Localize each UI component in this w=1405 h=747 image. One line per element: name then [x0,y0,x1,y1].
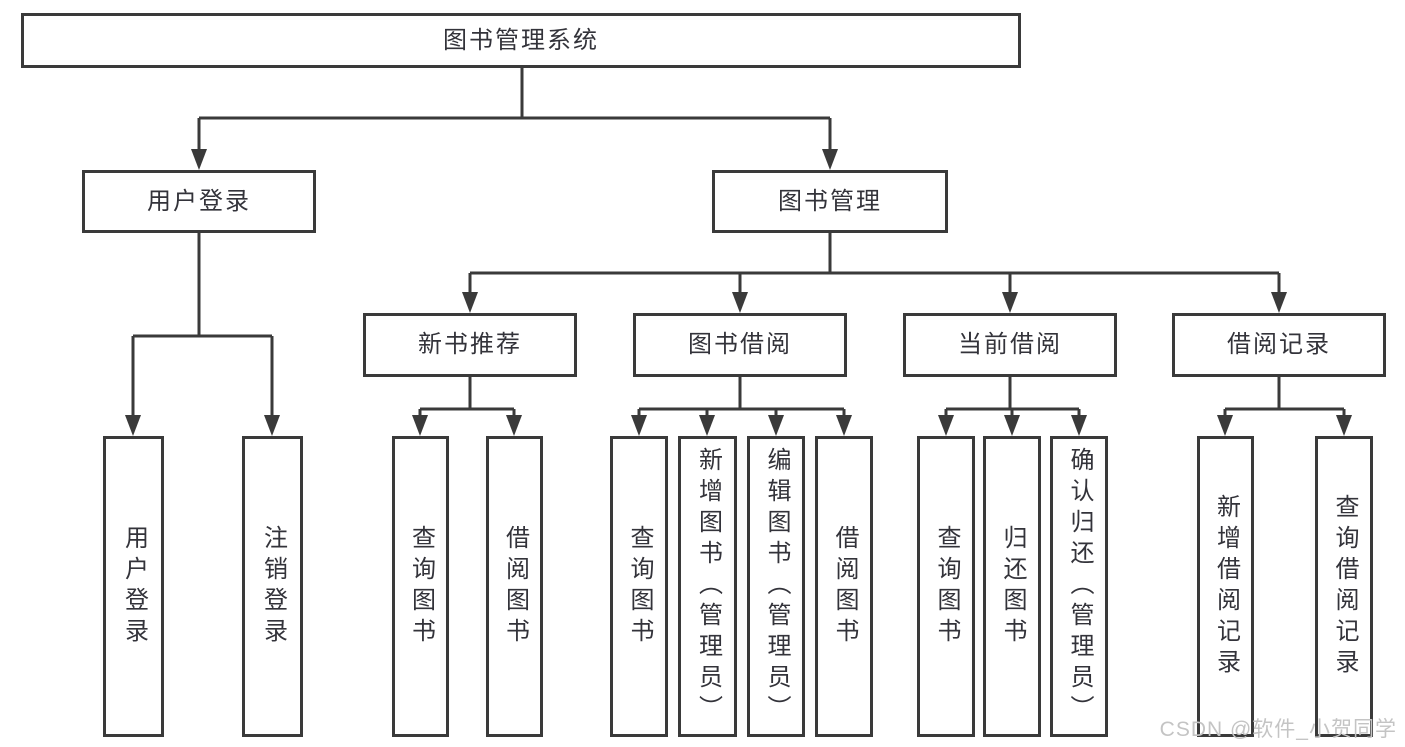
arrow-icon [191,149,207,170]
arrow-icon [1336,415,1352,436]
leaf-newrec-query-books: 查询图书 [392,436,449,737]
connector-currentborrow-to-leaves [944,377,1081,416]
arrow-icon [1004,415,1020,436]
node-new-book-recommendation: 新书推荐 [363,313,577,377]
node-borrowing-records: 借阅记录 [1172,313,1386,377]
leaf-borrowing-edit-books-admin: 编辑图书（管理员） [747,436,805,737]
leaf-current-return-books: 归还图书 [983,436,1041,737]
connector-borrowrecords-to-leaves [1223,377,1346,416]
connector-userlogin-to-leaves [131,233,274,417]
csdn-watermark: CSDN @软件_小贺同学 [1159,718,1397,741]
arrow-icon [631,415,647,436]
arrow-icon [125,415,141,436]
arrow-icon [462,292,478,313]
arrow-icon [1217,415,1233,436]
arrowheads [125,149,1352,436]
connector-bookborrow-to-leaves [637,377,846,416]
arrow-icon [264,415,280,436]
leaf-borrowing-add-books-admin: 新增图书（管理员） [678,436,737,737]
arrow-icon [1071,415,1087,436]
arrow-icon [699,415,715,436]
connector-root-to-level2 [197,68,832,150]
arrow-icon [732,292,748,313]
node-user-login: 用户登录 [82,170,316,233]
leaf-records-add-record: 新增借阅记录 [1197,436,1254,737]
node-root: 图书管理系统 [21,13,1021,68]
node-book-borrowing: 图书借阅 [633,313,847,377]
arrow-icon [1002,292,1018,313]
arrow-icon [1271,292,1287,313]
connector-bookmgmt-to-level3 [468,233,1281,293]
arrow-icon [822,149,838,170]
arrow-icon [836,415,852,436]
node-book-management: 图书管理 [712,170,948,233]
leaf-borrowing-borrow-books: 借阅图书 [815,436,873,737]
leaf-records-query-record: 查询借阅记录 [1315,436,1373,737]
connector-newbookrec-to-leaves [418,377,516,416]
leaf-borrowing-query-books: 查询图书 [610,436,668,737]
leaf-user-login: 用户登录 [103,436,164,737]
leaf-current-confirm-return-admin: 确认归还（管理员） [1050,436,1108,737]
arrow-icon [938,415,954,436]
arrow-icon [412,415,428,436]
arrow-icon [768,415,784,436]
leaf-newrec-borrow-books: 借阅图书 [486,436,543,737]
node-current-borrowing: 当前借阅 [903,313,1117,377]
leaf-current-query-books: 查询图书 [917,436,975,737]
leaf-logout: 注销登录 [242,436,303,737]
arrow-icon [506,415,522,436]
